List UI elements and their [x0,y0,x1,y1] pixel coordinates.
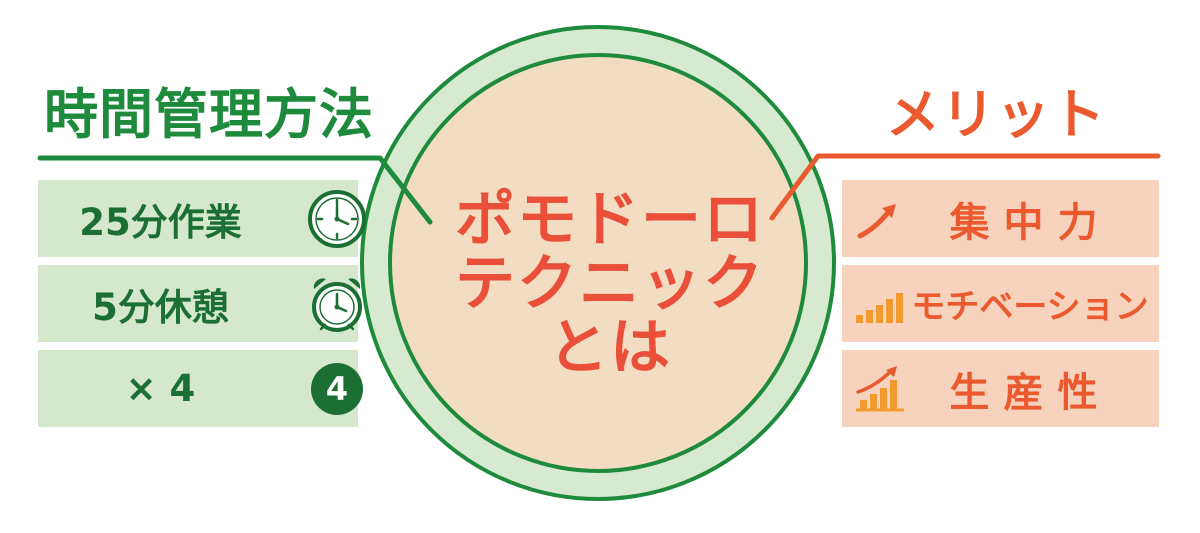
center-title-line-1: ポモドーロ [455,185,765,255]
left-heading: 時間管理方法 [44,83,374,146]
merit-item-productivity: 生産性 [842,350,1159,427]
method-item-label: 5分休憩 [92,285,229,329]
method-item-break: 5分休憩 [38,265,362,342]
left-connector [37,155,433,225]
alarm-clock-icon [312,278,362,332]
method-item-repeat: × 4 4 [38,350,363,427]
growth-chart-icon [856,366,904,412]
right-connector [769,153,1161,221]
right-heading: メリット [886,83,1106,146]
number-badge-icon: 4 [311,363,363,415]
bar-chart-icon [856,293,903,323]
merit-item-label: モチベーション [911,287,1149,327]
center-circle [388,53,808,473]
merit-item-label: 生産性 [949,369,1112,416]
merit-item-motivation: モチベーション [842,265,1159,342]
trend-up-arrow-icon [857,204,896,239]
method-item-label: × 4 [125,367,196,410]
center-title-line-3: とは [548,313,672,383]
clock-icon [308,190,366,248]
badge-number: 4 [326,370,348,408]
method-item-label: 25分作業 [79,200,242,244]
method-item-work: 25分作業 [38,180,366,257]
merit-item-label: 集中力 [949,199,1112,246]
merit-item-focus: 集中力 [842,180,1159,257]
center-title: ポモドーロ テクニック とは [420,188,800,380]
center-title-line-2: テクニック [455,249,765,319]
